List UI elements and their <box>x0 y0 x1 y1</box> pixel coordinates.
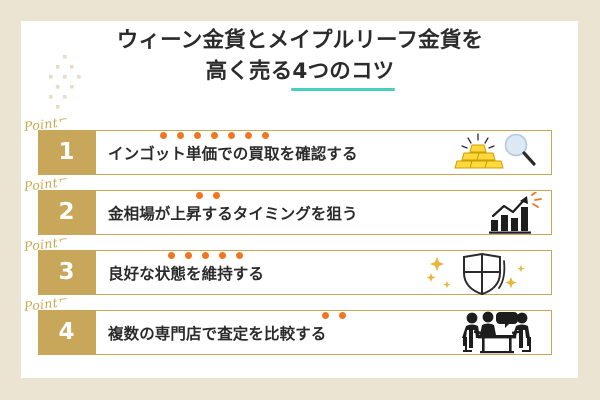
point-number-3: 3 <box>58 259 75 285</box>
point-row-2: Point⌐ 2 金相場が上昇するタイミングを狙う <box>0 173 600 238</box>
point-text-3: 良好な状態を維持する <box>108 264 265 283</box>
point-number-box-1: 1 <box>38 130 95 175</box>
point-dots-3 <box>168 251 243 260</box>
point-row-1: Point⌐ 1 インゴット単価での買取を確認する <box>0 113 600 178</box>
page-title: ウィーン金貨とメイプルリーフ金貨を 高く売る4つのコツ <box>0 26 600 91</box>
points-list: Point⌐ 1 インゴット単価での買取を確認する <box>0 113 600 358</box>
people-negotiation-icon <box>456 310 540 355</box>
rising-bar-chart-icon <box>486 190 544 235</box>
point-dots-2 <box>196 191 220 200</box>
point-number-1: 1 <box>58 139 75 165</box>
title-line-2-prefix: 高く売る <box>205 58 293 84</box>
point-text-1: インゴット単価での買取を確認する <box>108 144 358 163</box>
shield-sparkle-icon <box>424 250 530 295</box>
title-highlight: 4つのコツ <box>291 57 396 91</box>
point-number-box-2: 2 <box>38 190 95 235</box>
point-dots-4 <box>322 311 346 320</box>
point-box-2 <box>95 190 552 235</box>
point-number-box-3: 3 <box>38 250 95 295</box>
gold-bars-magnifier-icon <box>452 130 540 175</box>
title-line-1: ウィーン金貨とメイプルリーフ金貨を <box>116 28 484 53</box>
point-number-box-4: 4 <box>38 310 95 355</box>
point-text-2: 金相場が上昇するタイミングを狙う <box>108 204 358 223</box>
point-number-4: 4 <box>58 319 75 345</box>
point-number-2: 2 <box>58 199 75 225</box>
point-dots-1 <box>160 131 269 140</box>
point-row-3: Point⌐ 3 良好な状態を維持する <box>0 233 600 298</box>
point-text-4: 複数の専門店で査定を比較する <box>108 324 327 343</box>
title-line-2: 高く売る4つのコツ <box>0 57 600 91</box>
point-row-4: Point⌐ 4 複数の専門店で査定を比較する <box>0 293 600 358</box>
